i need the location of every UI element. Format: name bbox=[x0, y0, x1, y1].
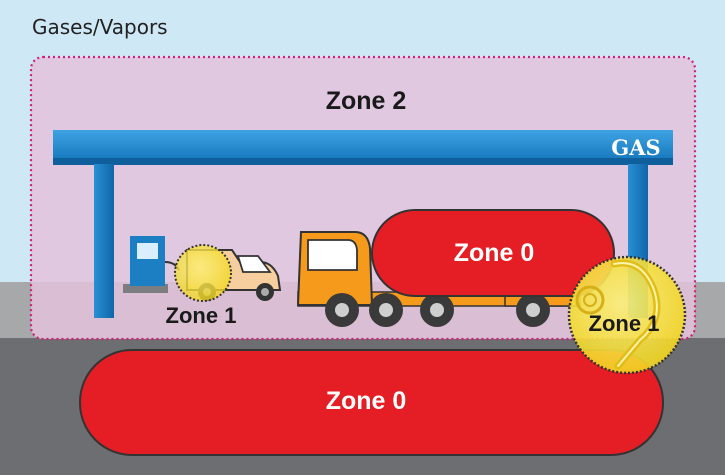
zone-0-tanker-label: Zone 0 bbox=[454, 239, 535, 267]
zone-0-tanker-tank bbox=[371, 209, 615, 297]
canopy-pillar-left bbox=[94, 164, 114, 318]
tanker-wheel bbox=[420, 293, 454, 327]
zone-2-label: Zone 2 bbox=[326, 87, 407, 115]
zone-1-pickup-label: Zone 1 bbox=[166, 303, 237, 328]
fuel-hose bbox=[575, 259, 661, 370]
fuel-pump bbox=[123, 236, 180, 293]
zone-1-pickup-fill-circle bbox=[174, 244, 232, 302]
zone-0-underground-label: Zone 0 bbox=[326, 387, 407, 415]
gas-sign: GAS bbox=[611, 135, 660, 160]
page-title: Gases/Vapors bbox=[32, 15, 168, 39]
zone-1-tanker-label: Zone 1 bbox=[589, 311, 660, 336]
tanker-wheel bbox=[516, 293, 550, 327]
tanker-wheel bbox=[325, 293, 359, 327]
tanker-wheel bbox=[369, 293, 403, 327]
zone-0-underground-tank bbox=[79, 349, 664, 456]
